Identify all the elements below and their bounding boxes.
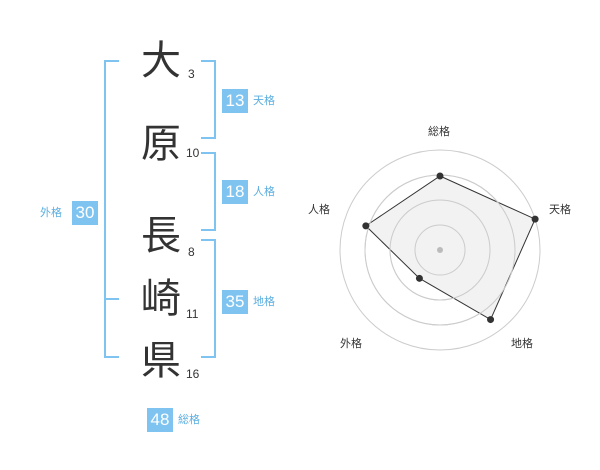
chikaku-bracket bbox=[201, 239, 216, 358]
soukaku-badge: 48 bbox=[147, 408, 173, 432]
tenkaku-bracket bbox=[201, 60, 216, 139]
radar-label-jinkaku: 人格 bbox=[308, 203, 330, 216]
radar-point-chikaku bbox=[487, 316, 495, 324]
stroke-count-3: 8 bbox=[188, 245, 195, 259]
chikaku-label: 地格 bbox=[253, 295, 275, 308]
radar-ring-grid bbox=[414, 224, 466, 276]
radar-point-jinkaku bbox=[362, 222, 370, 230]
jinkaku-badge: 18 bbox=[222, 180, 248, 204]
radar-label-chikaku: 地格 bbox=[511, 337, 533, 350]
name-char-1: 大 bbox=[141, 38, 181, 84]
stroke-count-4: 11 bbox=[186, 307, 199, 321]
soukaku-label: 総格 bbox=[178, 413, 200, 426]
radar-label-gaikaku: 外格 bbox=[340, 337, 362, 350]
tenkaku-label: 天格 bbox=[253, 94, 275, 107]
jinkaku-label: 人格 bbox=[253, 185, 275, 198]
gaikaku-label: 外格 bbox=[40, 206, 62, 219]
radar-point-tenkaku bbox=[531, 215, 539, 223]
gaikaku-bracket bbox=[104, 60, 119, 358]
name-char-2: 原 bbox=[141, 121, 181, 167]
stroke-count-2: 10 bbox=[186, 146, 200, 160]
gaikaku-badge: 30 bbox=[72, 201, 98, 225]
radar-label-soukaku: 総格 bbox=[428, 125, 450, 138]
chikaku-badge: 35 bbox=[222, 290, 248, 314]
stroke-count-5: 16 bbox=[186, 367, 200, 381]
radar-ring-grid bbox=[389, 199, 491, 301]
radar-point-soukaku bbox=[436, 172, 444, 180]
name-char-3: 長 bbox=[141, 213, 181, 259]
radar-point-gaikaku bbox=[415, 274, 423, 282]
name-char-5: 県 bbox=[141, 338, 181, 384]
name-char-4: 崎 bbox=[141, 276, 181, 322]
tenkaku-badge: 13 bbox=[222, 89, 248, 113]
jinkaku-bracket bbox=[201, 152, 216, 231]
radar-label-tenkaku: 天格 bbox=[549, 203, 571, 216]
stroke-count-1: 3 bbox=[188, 67, 195, 81]
radar-center-dot bbox=[437, 247, 443, 253]
